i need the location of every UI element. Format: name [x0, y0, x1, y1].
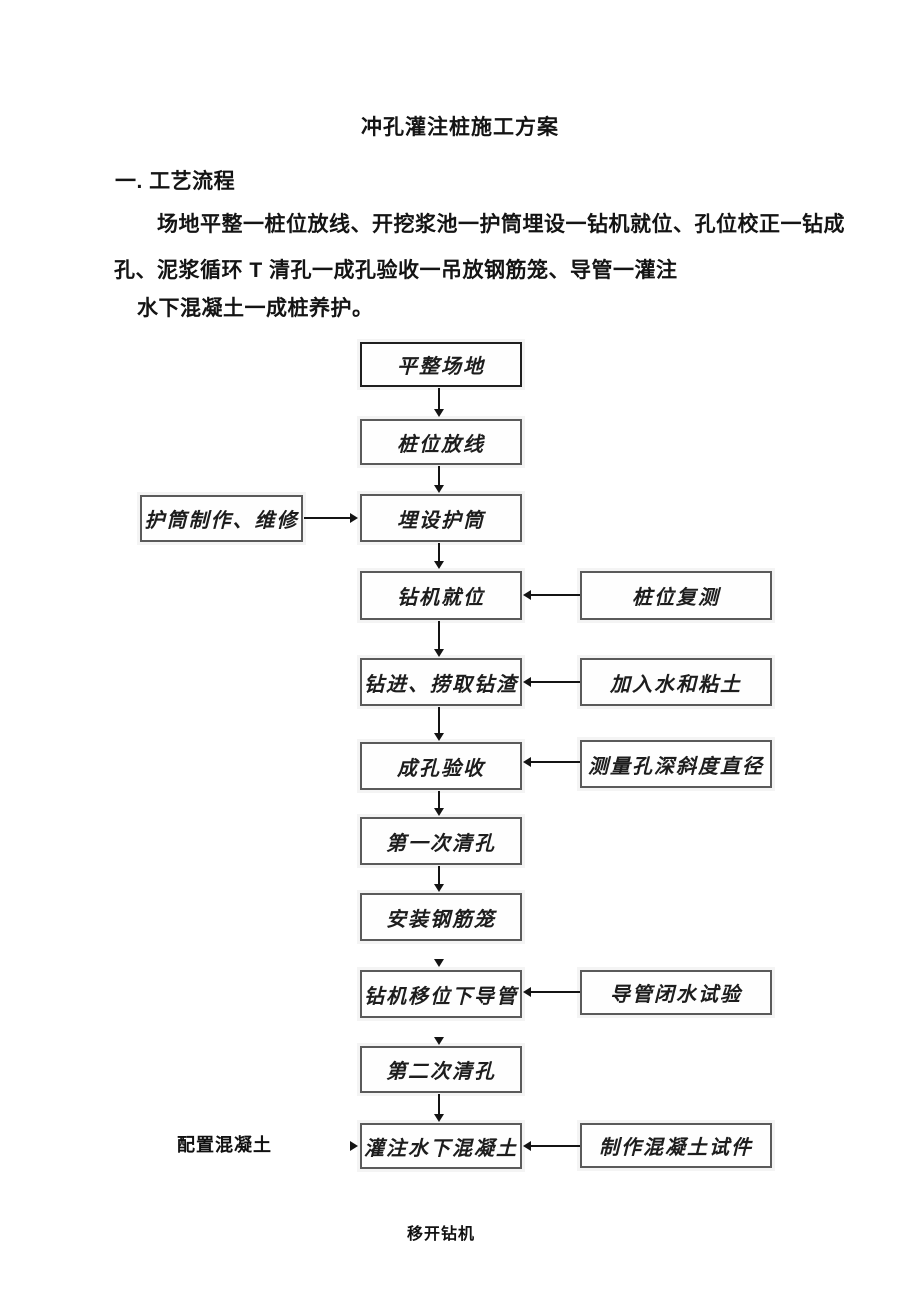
arrow-down-3 — [434, 543, 444, 569]
node-drill-in-place: 钻机就位 — [360, 571, 522, 620]
node-tremie-water-tightness-test: 导管闭水试验 — [580, 970, 772, 1015]
label-remove-drill: 移开钻机 — [407, 1226, 476, 1243]
node-pile-setout: 桩位放线 — [360, 419, 522, 465]
arrow-down-1 — [434, 388, 444, 417]
arrow-left-clay-to-drilling — [523, 677, 580, 687]
node-pile-position-recheck: 桩位复测 — [580, 571, 772, 620]
arrow-right-casing-to-bury — [304, 513, 358, 523]
section-heading: 一. 工艺流程 — [115, 170, 236, 193]
arrow-right-prepare-to-pour — [347, 1141, 358, 1151]
node-level-site: 平整场地 — [360, 342, 522, 387]
arrow-down-10 — [434, 1094, 444, 1122]
node-hole-acceptance: 成孔验收 — [360, 742, 522, 790]
process-paragraph-line-1: 场地平整一桩位放线、开挖浆池一护筒埋设一钻机就位、孔位校正一钻成 — [157, 213, 845, 236]
arrow-down-6 — [434, 791, 444, 816]
node-bury-casing: 埋设护筒 — [360, 494, 522, 542]
arrow-down-8 — [434, 957, 444, 967]
arrow-left-watertest-to-tremie — [523, 987, 580, 997]
arrow-down-9 — [434, 1035, 444, 1045]
arrow-left-specimen-to-pour — [523, 1141, 580, 1151]
node-first-hole-cleaning: 第一次清孔 — [360, 817, 522, 865]
arrow-down-7 — [434, 866, 444, 892]
arrow-left-measure-to-acceptance — [523, 757, 580, 767]
node-measure-hole-depth-slope-diameter: 测量孔深斜度直径 — [580, 740, 772, 788]
node-pour-underwater-concrete: 灌注水下混凝土 — [360, 1123, 522, 1169]
process-paragraph-line-2: 孔、泥浆循环 T 清孔一成孔验收一吊放钢筋笼、导管一灌注 — [114, 259, 678, 282]
page-title: 冲孔灌注桩施工方案 — [361, 116, 559, 139]
arrow-down-5 — [434, 707, 444, 741]
process-paragraph-line-3: 水下混凝土一成桩养护。 — [137, 297, 374, 320]
arrow-down-2 — [434, 466, 444, 493]
arrow-down-4 — [434, 621, 444, 657]
node-drilling-remove-slag: 钻进、捞取钻渣 — [360, 658, 522, 706]
node-install-rebar-cage: 安装钢筋笼 — [360, 893, 522, 941]
node-add-water-and-clay: 加入水和粘土 — [580, 658, 772, 706]
node-casing-fabrication-repair: 护筒制作、维修 — [140, 495, 303, 542]
label-prepare-concrete: 配置混凝土 — [177, 1135, 272, 1155]
node-move-drill-lower-tremie: 钻机移位下导管 — [360, 970, 522, 1018]
node-second-hole-cleaning: 第二次清孔 — [360, 1046, 522, 1093]
node-make-concrete-specimens: 制作混凝土试件 — [580, 1123, 772, 1168]
arrow-left-recheck-to-drill — [523, 590, 580, 600]
